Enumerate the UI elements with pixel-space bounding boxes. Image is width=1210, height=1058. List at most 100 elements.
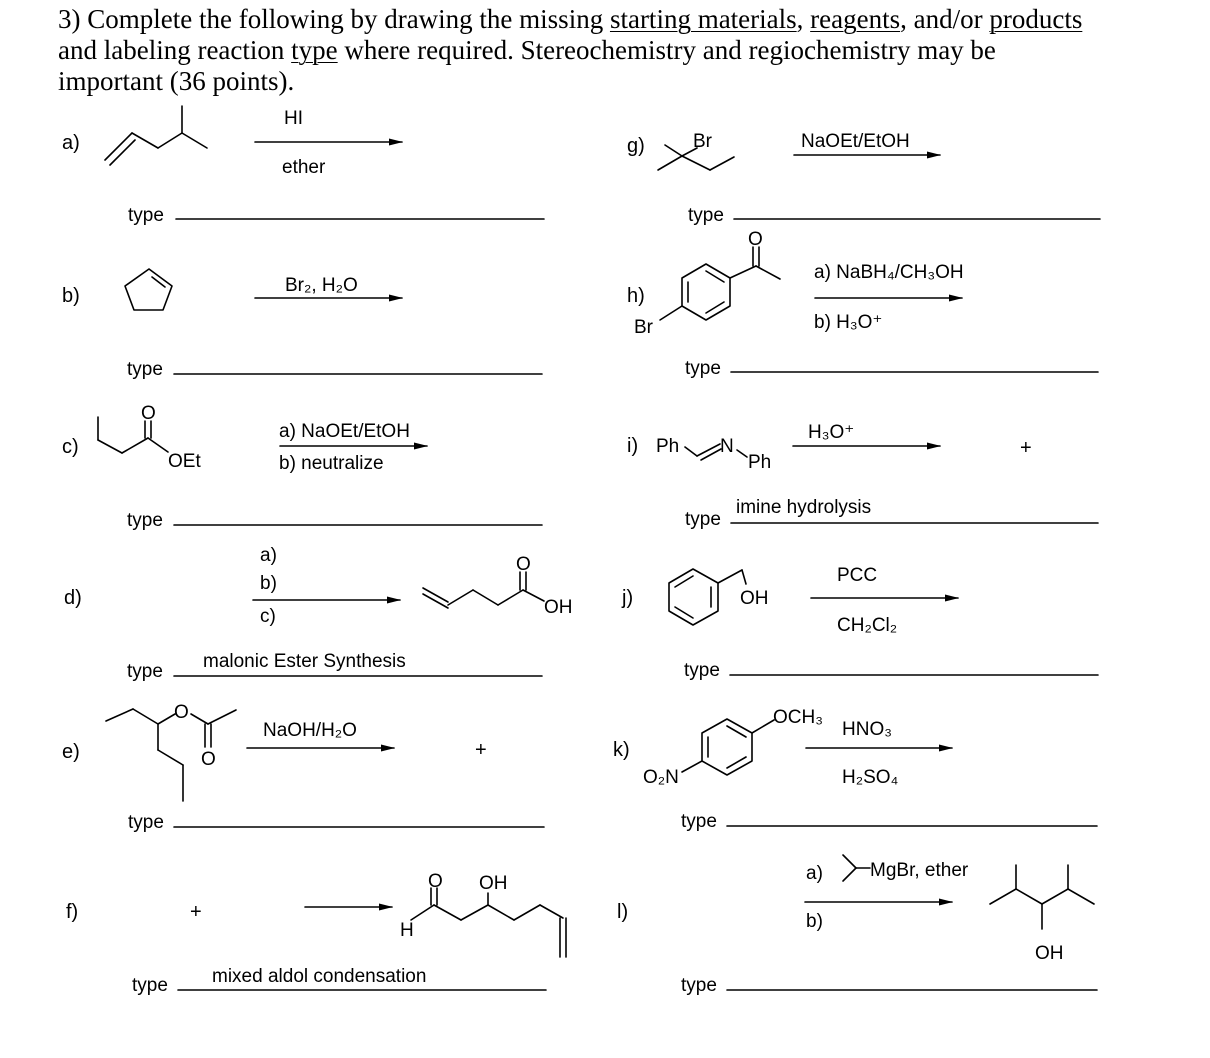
reagent-c-step1: a) NaOEt/EtOH (279, 421, 410, 442)
product-hex-5-enoic-acid (422, 571, 545, 609)
sm-k-och3: OCH₃ (773, 707, 823, 728)
letter-h: h) (627, 285, 645, 307)
reaction-j: j) OH PCC CH₂Cl₂ type (621, 565, 1099, 681)
type-label-g: type (688, 205, 724, 226)
reagent-d-step2: b) (260, 573, 277, 594)
imine-bonds (684, 443, 748, 461)
question-prompt: 3) Complete the following by drawing the… (58, 4, 1083, 96)
letter-e: e) (62, 741, 80, 763)
product-alcohol-l (989, 864, 1095, 930)
reagent-d-step3: c) (260, 606, 276, 627)
type-label-f: type (132, 975, 168, 996)
reagent-br2-h2o: Br₂, H₂O (285, 275, 358, 296)
letter-g: g) (627, 135, 645, 157)
reagent-ch2cl2: CH₂Cl₂ (837, 615, 897, 636)
product-d-oh: OH (544, 597, 573, 618)
benzyl-alcohol (668, 568, 747, 626)
product-f-carbonyl-o: O (428, 871, 443, 892)
reagent-l-step2: b) (806, 911, 823, 932)
letter-f: f) (66, 901, 78, 923)
underlined-products: products (989, 4, 1083, 34)
reaction-i: i) Ph N Ph H₃O⁺ + type imine hydrolysis (627, 422, 1099, 530)
type-label-i: type (685, 509, 721, 530)
underlined-starting-materials: starting materials (609, 4, 797, 34)
reaction-e: e) O O NaOH/H₂O + type (62, 702, 545, 833)
product-aldol-f (410, 887, 567, 958)
type-answer-d: malonic Ester Synthesis (203, 651, 406, 672)
letter-l: l) (617, 901, 628, 923)
reaction-f: f) + O H OH type mixed aldol condensa (66, 871, 567, 996)
reagent-naoet-etoh-g: NaOEt/EtOH (801, 131, 910, 152)
alkyl-bromide-g (657, 144, 735, 171)
plus-e: + (475, 739, 487, 761)
letter-b: b) (62, 285, 80, 307)
underlined-reagents: reagents (810, 4, 901, 34)
letter-d: d) (64, 587, 82, 609)
reaction-h: h) O Br a) NaBH₄/CH₃OH b) H₃O⁺ type (627, 229, 1099, 379)
reaction-a: a) HI ether type (62, 105, 545, 226)
reagent-l-step1: a) (806, 863, 823, 884)
type-label-k: type (681, 811, 717, 832)
reagent-pcc: PCC (837, 565, 877, 586)
imine-ph-1: Ph (656, 436, 679, 457)
sm-h-carbonyl-o: O (748, 229, 763, 250)
reagent-h2so4: H₂SO₄ (842, 767, 899, 788)
letter-a: a) (62, 132, 80, 154)
type-label-b: type (127, 359, 163, 380)
reaction-b: b) Br₂, H₂O type (62, 268, 543, 380)
ester-carbonyl-o: O (141, 403, 156, 424)
type-answer-i: imine hydrolysis (736, 497, 871, 518)
letter-i: i) (627, 435, 638, 457)
sm-k-o2n: O₂N (643, 767, 679, 788)
reagent-h-step2: b) H₃O⁺ (814, 312, 882, 333)
reaction-l: l) a) MgBr, ether b) OH type (617, 854, 1098, 996)
question-number: 3) (58, 4, 81, 34)
reaction-g: g) Br NaOEt/EtOH type (627, 131, 1101, 226)
reagent-hi: HI (284, 108, 303, 129)
reagent-c-step2: b) neutralize (279, 453, 384, 474)
underlined-type: type (291, 35, 338, 65)
sm-g-br: Br (693, 131, 713, 152)
product-f-oh: OH (479, 873, 508, 894)
sm-h-br: Br (634, 317, 654, 338)
plus-i: + (1020, 437, 1032, 459)
isopropyl-group (842, 854, 871, 882)
ester-e-carbonyl-o: O (201, 749, 216, 770)
type-label-c: type (127, 510, 163, 531)
type-label-e: type (128, 812, 164, 833)
cyclopentene-ring (124, 268, 173, 311)
reagent-h-step1: a) NaBH₄/CH₃OH (814, 262, 964, 283)
imine-ph-2: Ph (748, 452, 771, 473)
reagent-naoh-h2o: NaOH/H₂O (263, 720, 357, 741)
ester-ethyl-propanoate (97, 416, 169, 454)
plus-f: + (190, 901, 202, 923)
sm-j-oh: OH (740, 588, 769, 609)
reagent-ether: ether (282, 157, 326, 178)
reaction-c: c) O OEt a) NaOEt/EtOH b) neutralize typ… (62, 403, 543, 531)
product-f-aldehyde-h: H (400, 920, 414, 941)
nitroanisole-derivative (681, 718, 775, 776)
reaction-d: d) a) b) c) O OH type malonic Ester Synt… (64, 545, 573, 682)
ester-sm-e (105, 708, 237, 802)
letter-k: k) (613, 739, 630, 761)
alkene-3-methylbut-1-ene (104, 105, 208, 166)
ester-e-o: O (174, 702, 189, 723)
type-label-a: type (128, 205, 164, 226)
reagent-d-step1: a) (260, 545, 277, 566)
reagent-hno3: HNO₃ (842, 719, 892, 740)
imine-n: N (720, 436, 734, 457)
type-label-h: type (685, 358, 721, 379)
ester-oet-group: OEt (168, 451, 201, 472)
letter-c: c) (62, 436, 79, 458)
type-answer-f: mixed aldol condensation (212, 966, 426, 987)
reaction-k: k) OCH₃ O₂N HNO₃ H₂SO₄ type (613, 707, 1098, 832)
reagent-h3o-i: H₃O⁺ (808, 422, 854, 443)
product-d-carbonyl-o: O (516, 554, 531, 575)
type-label-l: type (681, 975, 717, 996)
bromoacetophenone (659, 246, 781, 321)
product-l-oh: OH (1035, 943, 1064, 964)
reagent-mgbr-ether: MgBr, ether (870, 860, 969, 881)
type-label-d: type (127, 661, 163, 682)
